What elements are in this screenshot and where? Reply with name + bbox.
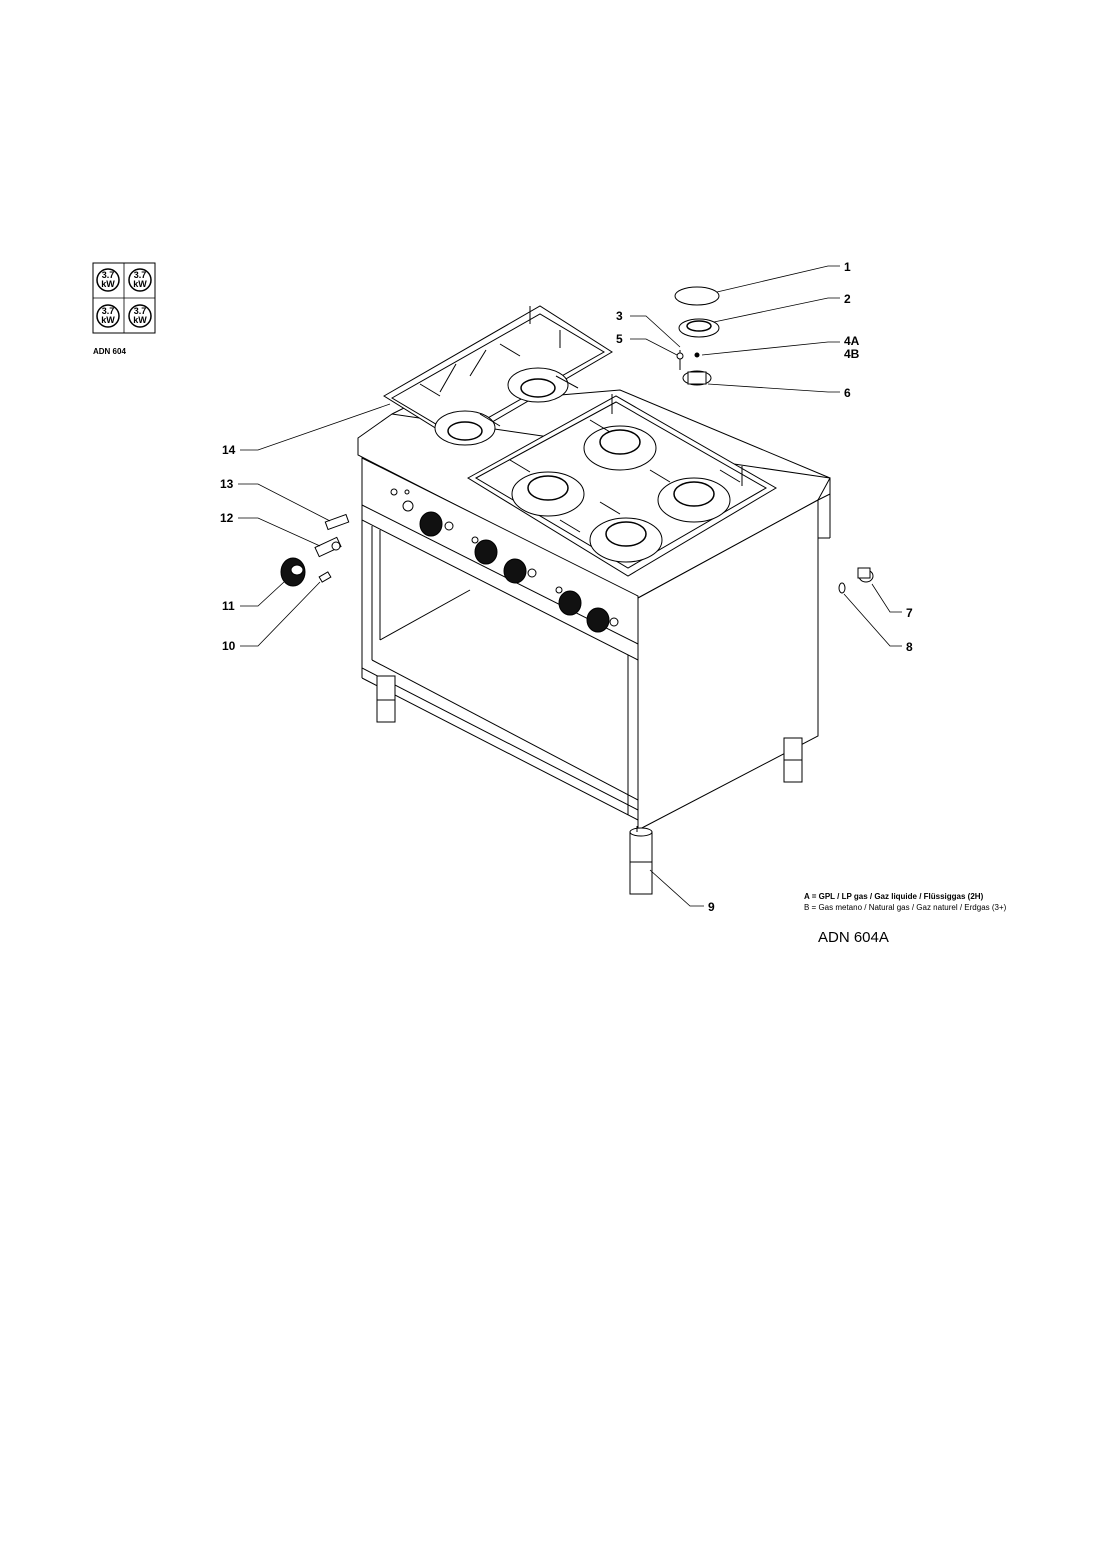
pan-supports-and-burners: [383, 305, 777, 577]
burner-power-unit: kW: [133, 279, 147, 289]
leader-lines: [238, 265, 902, 907]
callout-4b: 4B: [844, 347, 860, 361]
callout-6: 6: [844, 386, 851, 400]
burner-power-value: 3.7: [134, 270, 147, 280]
burner-power-1: 3.7 kW: [96, 268, 120, 292]
callout-14: 14: [222, 443, 236, 457]
callout-12: 12: [220, 511, 234, 525]
callout-11: 11: [222, 599, 235, 613]
knob-5: [586, 607, 619, 633]
callout-9: 9: [708, 900, 715, 914]
knob-2: [471, 536, 498, 565]
exploded-parts: [280, 286, 874, 594]
burner-power-4: 3.7 kW: [128, 304, 152, 328]
callout-8: 8: [906, 640, 913, 654]
callout-1: 1: [844, 260, 851, 274]
callout-7: 7: [906, 606, 913, 620]
callout-13: 13: [220, 477, 234, 491]
knob-3: [503, 558, 537, 584]
burner-layout-thumbnail: 3.7 kW 3.7 kW 3.7 kW 3.7 kW ADN 604: [92, 262, 156, 356]
knob-1: [419, 511, 454, 537]
thumbnail-model-label: ADN 604: [93, 347, 126, 356]
range-legs: [376, 675, 803, 895]
control-knobs: [390, 488, 619, 633]
callout-3: 3: [616, 309, 623, 323]
legend-line-b: B = Gas metano / Natural gas / Gaz natur…: [804, 903, 1007, 912]
burner-power-value: 3.7: [102, 306, 115, 316]
legend-line-a: A = GPL / LP gas / Gaz liquide / Flüssig…: [804, 892, 984, 901]
burner-power-unit: kW: [133, 315, 147, 325]
callout-10: 10: [222, 639, 236, 653]
callout-2: 2: [844, 292, 851, 306]
callout-4a: 4A: [844, 334, 860, 348]
callout-labels: 1 2 3 4A 4B 5 6 7 8 9 10 11 12 13 14: [220, 260, 913, 914]
burner-power-3: 3.7 kW: [96, 304, 120, 328]
burner-power-2: 3.7 kW: [128, 268, 152, 292]
burner-power-value: 3.7: [134, 306, 147, 316]
gas-legend: A = GPL / LP gas / Gaz liquide / Flüssig…: [804, 892, 1007, 912]
burner-power-unit: kW: [101, 315, 115, 325]
burner-power-unit: kW: [101, 279, 115, 289]
burner-power-value: 3.7: [102, 270, 115, 280]
knob-4: [555, 586, 582, 616]
callout-5: 5: [616, 332, 623, 346]
model-title: ADN 604A: [818, 929, 889, 946]
